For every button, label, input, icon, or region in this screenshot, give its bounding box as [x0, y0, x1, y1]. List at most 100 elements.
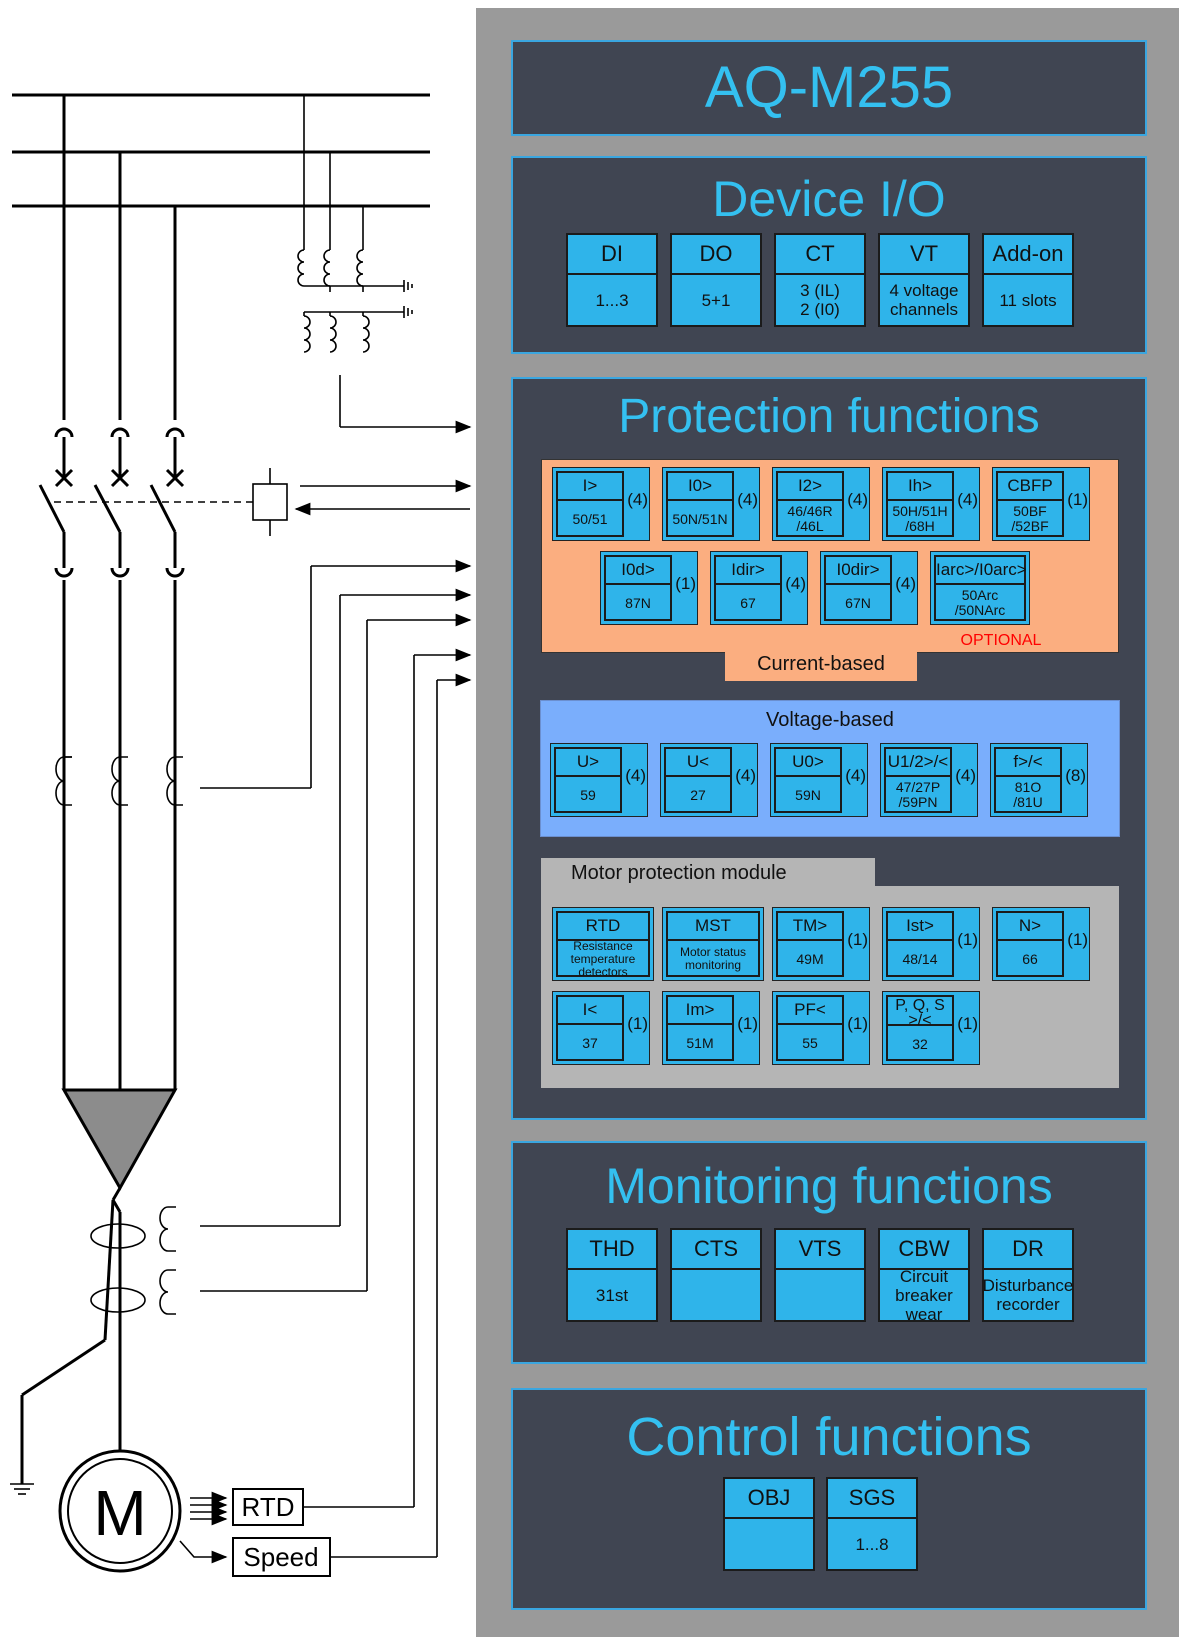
function-inner: f>/<81O /81U — [994, 747, 1062, 813]
function-inner: Ist>48/14 — [886, 911, 954, 977]
motor-module-tab — [541, 858, 875, 888]
function-name: U> — [556, 749, 620, 777]
function-count: (4) — [625, 766, 646, 785]
function-code: 66 — [1022, 950, 1038, 967]
speed-label: Speed — [243, 1542, 318, 1572]
obj-box: OBJ — [723, 1477, 815, 1571]
function-code: 59N — [795, 786, 821, 803]
function-name: U< — [666, 749, 730, 777]
box-label: CT — [776, 235, 864, 275]
function-name: I0d> — [606, 557, 670, 585]
function-name: U1/2>/< — [886, 749, 950, 777]
box-label: OBJ — [725, 1479, 813, 1519]
function-name: CBFP — [998, 473, 1062, 501]
function-name: f>/< — [996, 749, 1060, 777]
function-block: I<37(1) — [552, 991, 650, 1065]
function-count: (4) — [737, 490, 758, 509]
function-count: (4) — [955, 766, 976, 785]
function-code: 48/14 — [902, 950, 938, 967]
ct-box: CT 3 (IL) 2 (I0) — [774, 233, 866, 327]
motor-module-label: Motor protection module — [571, 862, 787, 884]
function-inner: Ih>50H/51H /68H — [886, 471, 954, 537]
function-name: P, Q, S >/< — [888, 997, 952, 1029]
function-block: Idir>67(4) — [710, 551, 808, 625]
device-title-section: AQ-M255 — [511, 40, 1147, 136]
box-label: SGS — [828, 1479, 916, 1519]
function-block: TM>49M(1) — [772, 907, 870, 981]
function-code: 51M — [686, 1034, 714, 1051]
core-balance-cts — [90, 588, 472, 1315]
function-inner: I2>46/46R /46L — [776, 471, 844, 537]
monitoring-title: Monitoring functions — [605, 1158, 1053, 1214]
function-block: U1/2>/<47/27P /59PN(4) — [880, 743, 978, 817]
function-code: 59 — [580, 786, 596, 803]
function-code: 50BF /52BF — [1011, 503, 1049, 534]
function-inner: Iarc>/I0arc>50Arc /50NArc — [934, 555, 1027, 621]
phase-current-transformers — [55, 559, 472, 806]
function-code: 55 — [802, 1034, 818, 1051]
cts-box: CTS — [670, 1228, 762, 1322]
function-block: N> 66 (1) — [992, 907, 1090, 981]
voltage-based-label: Voltage-based — [766, 709, 894, 731]
function-code: 49M — [796, 950, 824, 967]
function-block: Ist>48/14(1) — [882, 907, 980, 981]
voltage-transformer — [297, 249, 472, 434]
box-value: 11 slots — [999, 290, 1057, 310]
function-code: 47/27P /59PN — [895, 779, 941, 810]
function-name: RTD — [558, 913, 648, 941]
function-code: Motor status monitoring — [679, 945, 747, 972]
function-block: U> 59 (4) — [550, 743, 648, 817]
function-inner: U<27 — [664, 747, 732, 813]
function-code: 67N — [845, 594, 871, 611]
function-code: 50/51 — [572, 510, 608, 527]
function-name: I0dir> — [826, 557, 890, 585]
function-name: I> — [558, 473, 622, 501]
function-inner: PF<55 — [776, 995, 844, 1061]
box-value — [776, 1270, 864, 1320]
function-block: f>/<81O /81U(8) — [990, 743, 1088, 817]
function-count: (1) — [1067, 490, 1088, 509]
motor — [58, 1449, 182, 1573]
box-value: 3 (IL) 2 (I0) — [800, 281, 840, 319]
function-inner: TM> 49M — [776, 911, 844, 977]
protection-section: Protection functions I>50/51(4)I0>50N/51… — [511, 377, 1147, 1120]
function-block: I0dir>67N(4) — [820, 551, 918, 625]
function-inner: U> 59 — [554, 747, 622, 813]
function-inner: I0dir> 67N — [824, 555, 892, 621]
box-value: 4 voltage channels — [889, 281, 959, 319]
box-value — [725, 1519, 813, 1569]
function-name: U0> — [776, 749, 840, 777]
function-name: I< — [558, 997, 622, 1025]
rtd-box — [232, 1488, 304, 1526]
function-count: (1) — [1067, 930, 1088, 949]
function-name: TM> — [778, 913, 842, 941]
function-name: Idir> — [716, 557, 780, 585]
function-count: (4) — [735, 766, 756, 785]
function-count: (4) — [957, 490, 978, 509]
box-label: VTS — [776, 1230, 864, 1270]
function-inner: N> 66 — [996, 911, 1064, 977]
function-code: 32 — [912, 1035, 928, 1052]
function-block: U0>59N(4) — [770, 743, 868, 817]
device-io-title: Device I/O — [712, 171, 946, 227]
function-name: Im> — [668, 997, 732, 1025]
control-title: Control functions — [626, 1407, 1032, 1467]
circuit-breaker — [38, 427, 185, 578]
box-label: CTS — [672, 1230, 760, 1270]
function-block: I0d>87N(1) — [600, 551, 698, 625]
box-label: DR — [984, 1230, 1072, 1270]
function-name: Iarc>/I0arc> — [936, 557, 1027, 585]
function-block: I2>46/46R /46L(4) — [772, 467, 870, 541]
function-name: N> — [998, 913, 1062, 941]
function-count: (4) — [627, 490, 648, 509]
function-inner: U1/2>/<47/27P /59PN — [884, 747, 952, 813]
box-value: Circuit breaker wear — [895, 1266, 953, 1324]
function-code: 50H/51H /68H — [892, 503, 948, 534]
